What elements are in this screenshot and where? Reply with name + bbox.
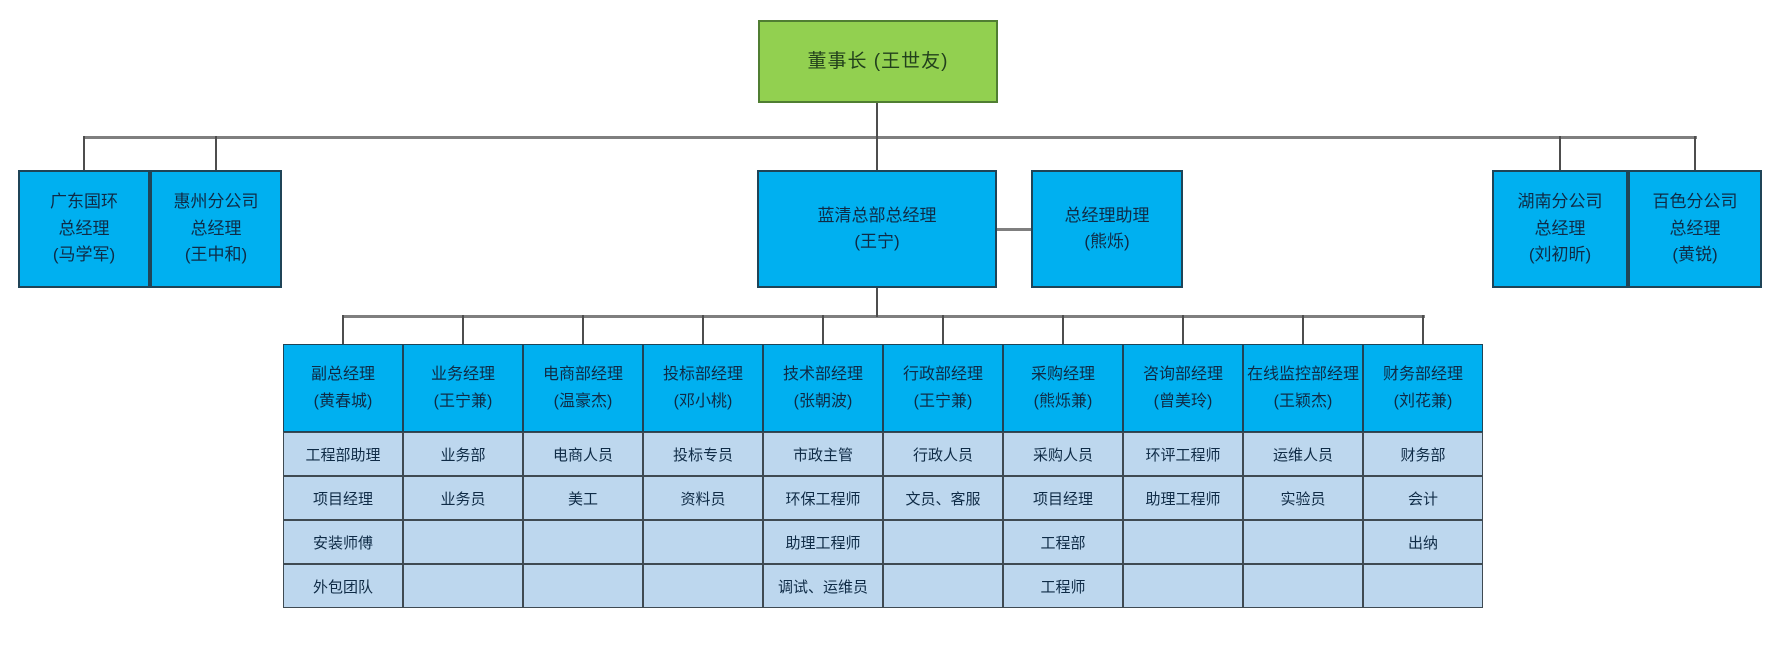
staff-cell: 市政主管 <box>763 432 883 476</box>
staff-cell <box>883 564 1003 608</box>
staff-cell: 行政人员 <box>883 432 1003 476</box>
connector-hq-riser <box>876 286 878 317</box>
staff-cell: 调试、运维员 <box>763 564 883 608</box>
connector-bus-level1 <box>84 136 1697 139</box>
node-label: 广东国环 总经理 (马学军) <box>50 192 118 265</box>
staff-cell: 文员、客服 <box>883 476 1003 520</box>
dept-manager-box: 电商部经理 (温豪杰) <box>523 344 643 432</box>
staff-cell: 助理工程师 <box>763 520 883 564</box>
connector-drop <box>822 315 824 346</box>
connector-drop <box>1694 136 1696 172</box>
connector-drop <box>876 136 878 172</box>
node-label: 蓝清总部总经理 (王宁) <box>817 205 937 251</box>
staff-cell <box>523 564 643 608</box>
staff-cell: 出纳 <box>1363 520 1483 564</box>
staff-cell: 投标专员 <box>643 432 763 476</box>
dept-consulting: 咨询部经理 (曾美玲) 环评工程师 助理工程师 <box>1123 344 1243 608</box>
staff-cell: 外包团队 <box>283 564 403 608</box>
node-hunan-branch-gm: 湖南分公司 总经理 (刘初昕) <box>1492 170 1628 288</box>
node-label: 董事长 (王世友) <box>807 50 949 72</box>
node-label: 总经理助理 (熊烁) <box>1064 205 1150 251</box>
staff-cell: 工程部 <box>1003 520 1123 564</box>
dept-manager-box: 采购经理 (熊烁兼) <box>1003 344 1123 432</box>
dept-vice-gm: 副总经理 (黄春城) 工程部助理 项目经理 安装师傅 外包团队 <box>283 344 403 608</box>
staff-cell: 工程师 <box>1003 564 1123 608</box>
staff-cell: 项目经理 <box>283 476 403 520</box>
dept-finance: 财务部经理 (刘花兼) 财务部 会计 出纳 <box>1363 344 1483 608</box>
node-label: 湖南分公司 总经理 (刘初昕) <box>1517 192 1603 265</box>
connector-drop <box>702 315 704 346</box>
staff-cell <box>523 520 643 564</box>
staff-cell <box>1243 564 1363 608</box>
node-baise-branch-gm: 百色分公司 总经理 (黄锐) <box>1628 170 1762 288</box>
staff-cell <box>1363 564 1483 608</box>
dept-manager-box: 技术部经理 (张朝波) <box>763 344 883 432</box>
dept-manager-box: 咨询部经理 (曾美玲) <box>1123 344 1243 432</box>
dept-ecommerce: 电商部经理 (温豪杰) 电商人员 美工 <box>523 344 643 608</box>
connector-drop <box>1559 136 1561 172</box>
staff-cell: 电商人员 <box>523 432 643 476</box>
connector-bus-level2 <box>343 315 1425 318</box>
staff-cell: 采购人员 <box>1003 432 1123 476</box>
staff-cell <box>643 520 763 564</box>
staff-cell: 项目经理 <box>1003 476 1123 520</box>
node-huizhou-branch-gm: 惠州分公司 总经理 (王中和) <box>150 170 282 288</box>
node-label: 惠州分公司 总经理 (王中和) <box>173 192 259 265</box>
node-label: 百色分公司 总经理 (黄锐) <box>1652 192 1738 265</box>
dept-online-monitoring: 在线监控部经理 (王颖杰) 运维人员 实验员 <box>1243 344 1363 608</box>
staff-cell: 业务部 <box>403 432 523 476</box>
staff-cell <box>1243 520 1363 564</box>
connector-drop <box>215 136 217 172</box>
dept-manager-box: 投标部经理 (邓小桃) <box>643 344 763 432</box>
connector-drop <box>1062 315 1064 346</box>
staff-cell: 会计 <box>1363 476 1483 520</box>
dept-manager-box: 业务经理 (王宁兼) <box>403 344 523 432</box>
staff-cell: 运维人员 <box>1243 432 1363 476</box>
connector-drop <box>83 136 85 172</box>
node-lanqing-hq-gm: 蓝清总部总经理 (王宁) <box>757 170 997 288</box>
department-table: 副总经理 (黄春城) 工程部助理 项目经理 安装师傅 外包团队 业务经理 (王宁… <box>283 344 1483 608</box>
dept-business: 业务经理 (王宁兼) 业务部 业务员 <box>403 344 523 608</box>
dept-technology: 技术部经理 (张朝波) 市政主管 环保工程师 助理工程师 调试、运维员 <box>763 344 883 608</box>
staff-cell: 环评工程师 <box>1123 432 1243 476</box>
staff-cell <box>1123 564 1243 608</box>
node-chairman: 董事长 (王世友) <box>758 20 998 103</box>
staff-cell: 实验员 <box>1243 476 1363 520</box>
connector-drop <box>1182 315 1184 346</box>
staff-cell: 安装师傅 <box>283 520 403 564</box>
connector-drop <box>1302 315 1304 346</box>
connector-drop <box>582 315 584 346</box>
connector-drop <box>1422 315 1424 346</box>
staff-cell: 美工 <box>523 476 643 520</box>
staff-cell <box>1123 520 1243 564</box>
connector-drop <box>942 315 944 346</box>
staff-cell <box>883 520 1003 564</box>
connector-chairman-riser <box>876 103 878 138</box>
node-guangdong-guohuan-gm: 广东国环 总经理 (马学军) <box>18 170 150 288</box>
dept-manager-box: 副总经理 (黄春城) <box>283 344 403 432</box>
dept-bidding: 投标部经理 (邓小桃) 投标专员 资料员 <box>643 344 763 608</box>
dept-manager-box: 行政部经理 (王宁兼) <box>883 344 1003 432</box>
dept-manager-box: 在线监控部经理 (王颖杰) <box>1243 344 1363 432</box>
dept-procurement: 采购经理 (熊烁兼) 采购人员 项目经理 工程部 工程师 <box>1003 344 1123 608</box>
staff-cell: 环保工程师 <box>763 476 883 520</box>
staff-cell: 业务员 <box>403 476 523 520</box>
staff-cell <box>403 564 523 608</box>
connector-drop <box>342 315 344 346</box>
staff-cell: 工程部助理 <box>283 432 403 476</box>
staff-cell: 财务部 <box>1363 432 1483 476</box>
dept-admin: 行政部经理 (王宁兼) 行政人员 文员、客服 <box>883 344 1003 608</box>
node-gm-assistant: 总经理助理 (熊烁) <box>1031 170 1183 288</box>
connector-gm-assistant <box>995 228 1031 231</box>
connector-drop <box>462 315 464 346</box>
dept-manager-box: 财务部经理 (刘花兼) <box>1363 344 1483 432</box>
staff-cell <box>403 520 523 564</box>
staff-cell: 资料员 <box>643 476 763 520</box>
staff-cell <box>643 564 763 608</box>
staff-cell: 助理工程师 <box>1123 476 1243 520</box>
